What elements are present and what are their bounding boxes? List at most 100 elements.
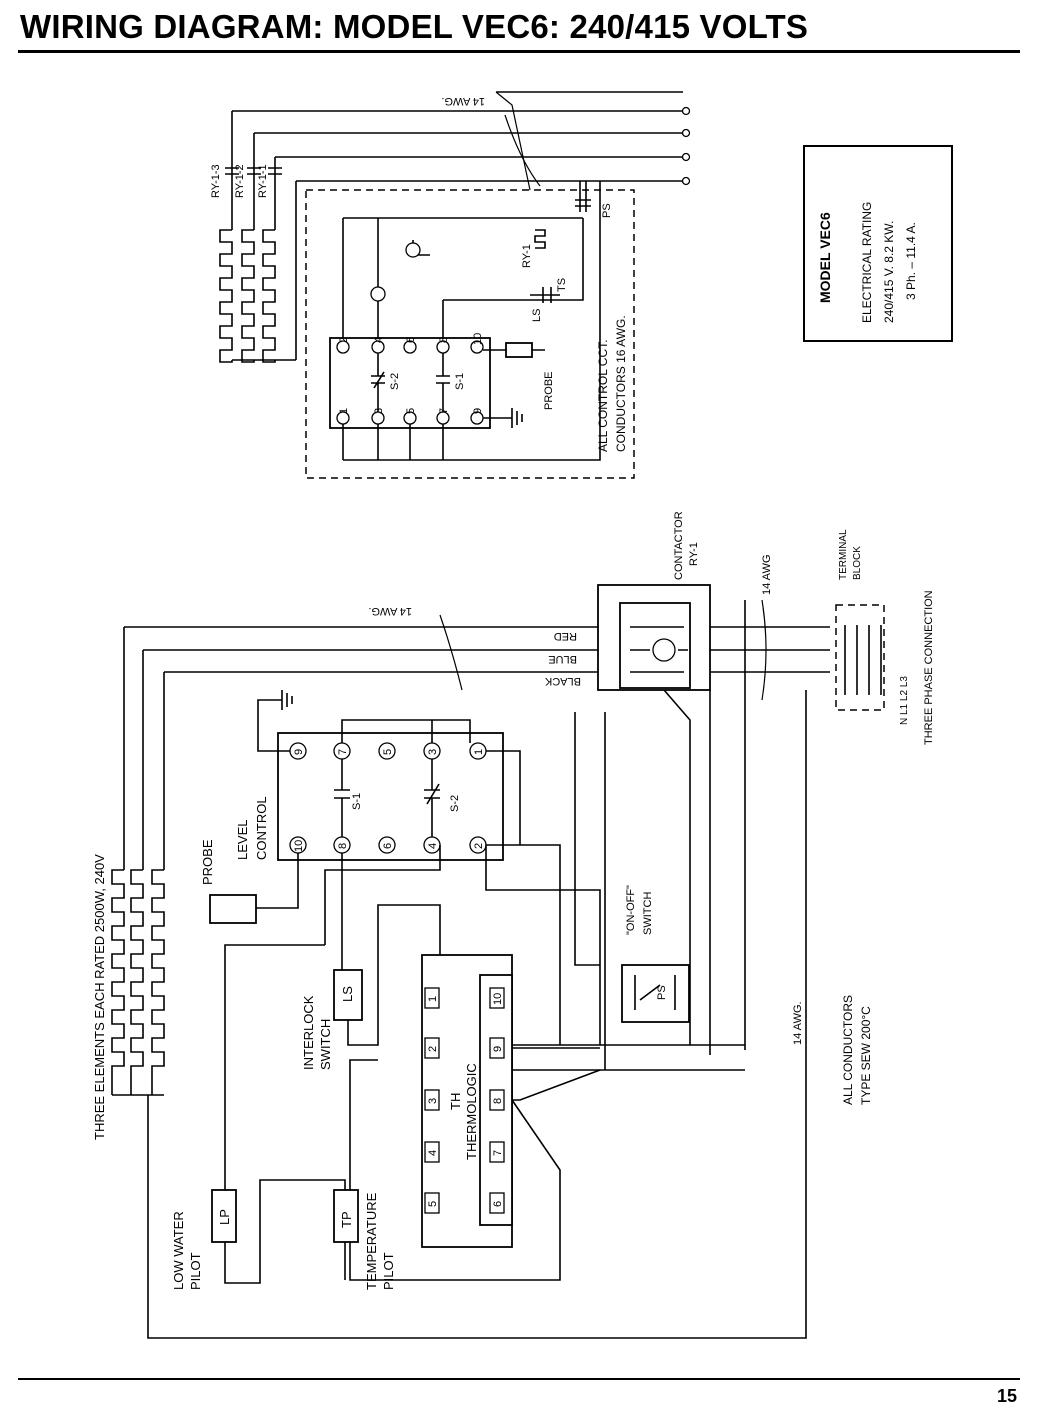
control-schematic: 14 AWG. RY-1-3 RY-1-2 RY-1-1 PS RY-1 LS … — [210, 91, 691, 479]
conductor-note-1: ALL CONDUCTORS — [841, 995, 855, 1105]
control-enclosure — [305, 189, 635, 479]
heating-element — [262, 229, 276, 363]
temperature-pilot — [333, 1189, 359, 1243]
lc-terminal: 3 — [427, 749, 439, 755]
phase-labels: N L1 L2 L3 — [899, 676, 910, 725]
level-control-label-2: CONTROL — [254, 796, 269, 860]
wire-gauge-contactor: 14 AWG — [761, 554, 773, 595]
lc-switch-s2: S-2 — [449, 795, 461, 812]
wire-color-red: RED — [554, 630, 577, 642]
interlock-label: INTERLOCK — [301, 995, 316, 1070]
interlock-label-2: SWITCH — [318, 1019, 333, 1070]
th-terminal: 6 — [492, 1201, 504, 1207]
rating-voltage-kw: 240/415 V. 8.2 KW. — [882, 221, 896, 323]
th-terminal: 2 — [427, 1046, 439, 1052]
probe-label: PROBE — [200, 839, 215, 885]
control-note-1: ALL CONTROL CCT. — [596, 340, 610, 452]
lc-terminal: 8 — [337, 843, 349, 849]
lc-switch-s1: S-1 — [351, 793, 363, 810]
th-terminal: 7 — [492, 1150, 504, 1156]
switch-s2-label: S-2 — [389, 373, 401, 390]
level-control-label: LEVEL — [235, 820, 250, 860]
probe-label: PROBE — [543, 371, 555, 410]
heating-element — [111, 869, 125, 1095]
lc-terminal: 4 — [427, 843, 439, 849]
th-terminal: 8 — [492, 1098, 504, 1104]
probe-symbol — [505, 342, 533, 358]
th-terminal: 3 — [427, 1098, 439, 1104]
thermal-switch-label: TS — [556, 278, 568, 292]
board-terminal: 3 — [373, 408, 385, 414]
th-terminal: 4 — [427, 1150, 439, 1156]
supply-terminal — [681, 176, 691, 186]
heating-element — [241, 229, 255, 363]
ps-label: PS — [656, 985, 668, 1000]
heating-element — [151, 869, 165, 1095]
board-terminal: 7 — [438, 408, 450, 414]
board-terminal: 4 — [373, 337, 385, 343]
th-terminal: 5 — [427, 1201, 439, 1207]
title-rule — [18, 50, 1020, 53]
terminal-block — [835, 604, 885, 711]
lc-terminal: 2 — [473, 843, 485, 849]
low-water-label-2: PILOT — [188, 1252, 203, 1290]
field-wiring: 14 AWG. RED BLUE BLACK CONTACTOR RY-1 14… — [92, 511, 935, 1339]
page-title: WIRING DIAGRAM: MODEL VEC6: 240/415 VOLT… — [20, 8, 809, 45]
relay-coil-label: RY-1 — [521, 244, 533, 268]
probe-symbol — [209, 894, 257, 924]
wire-gauge-main: 14 AWG. — [792, 1001, 804, 1045]
th-label: TH — [448, 1093, 463, 1110]
on-off-switch — [621, 964, 690, 1023]
board-terminal: 2 — [338, 337, 350, 343]
terminal-block-label: TERMINAL — [838, 529, 849, 580]
wire-color-black: BLACK — [544, 675, 581, 687]
lc-terminal: 5 — [382, 749, 394, 755]
tp-label: TP — [339, 1211, 354, 1228]
board-terminal: 8 — [438, 337, 450, 343]
relay-contact-label: RY-1-3 — [210, 164, 222, 198]
heating-element — [130, 869, 144, 1095]
wire-gauge-top: 14 AWG. — [368, 605, 412, 617]
interlock-ls: LS — [340, 986, 355, 1002]
on-off-label-2: SWITCH — [642, 892, 654, 935]
wire-gauge-label: 14 AWG. — [441, 95, 485, 107]
rating-model: MODEL VEC6 — [817, 212, 833, 303]
rating-box: MODEL VEC6 ELECTRICAL RATING 240/415 V. … — [803, 145, 953, 342]
lc-terminal: 6 — [382, 843, 394, 849]
supply-terminal — [681, 106, 691, 116]
board-terminal: 10 — [472, 333, 484, 345]
three-phase-label: THREE PHASE CONNECTION — [923, 590, 935, 745]
supply-terminal — [681, 128, 691, 138]
switch-s1-label: S-1 — [454, 373, 466, 390]
low-water-label: LOW WATER — [171, 1211, 186, 1290]
th-terminal: 1 — [427, 996, 439, 1002]
relay-contact-label: RY-1-2 — [234, 164, 246, 198]
relay-contact-label: RY-1-1 — [257, 164, 269, 198]
control-note-2: CONDUCTORS 16 AWG. — [614, 315, 628, 452]
conductor-note-2: TYPE SEW 200°C — [859, 1006, 873, 1105]
level-switch-label: LS — [531, 309, 543, 322]
contactor-id: RY-1 — [688, 542, 700, 566]
pressure-switch-label: PS — [601, 203, 613, 218]
terminal-block-label-2: BLOCK — [852, 546, 863, 580]
heating-element — [219, 229, 233, 363]
elements-label: THREE ELEMENTS EACH RATED 2500W, 240V — [92, 854, 107, 1140]
wire-color-blue: BLUE — [548, 653, 577, 665]
on-off-label: "ON-OFF" — [625, 885, 637, 935]
th-terminal: 9 — [492, 1046, 504, 1052]
supply-terminal — [681, 152, 691, 162]
low-water-pilot — [211, 1189, 237, 1243]
lc-terminal: 7 — [337, 749, 349, 755]
interlock-switch — [333, 969, 363, 1021]
contactor-label: CONTACTOR — [673, 511, 685, 580]
lc-terminal: 10 — [293, 840, 305, 852]
board-terminal: 5 — [405, 408, 417, 414]
th-terminal: 10 — [492, 993, 504, 1005]
temperature-label-2: PILOT — [381, 1252, 396, 1290]
rating-heading: ELECTRICAL RATING — [860, 202, 874, 323]
footer-rule — [18, 1378, 1020, 1380]
board-terminal: 9 — [472, 408, 484, 414]
rating-phase-amps: 3 Ph. – 11.4 A. — [904, 222, 918, 300]
thermologic-label: THERMOLOGIC — [464, 1063, 479, 1160]
